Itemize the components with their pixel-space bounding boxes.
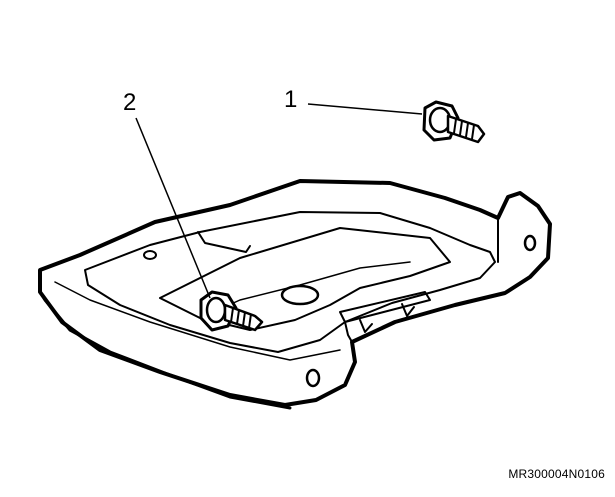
flange-bolt-icon [199, 290, 264, 332]
mounting-bracket-icon [38, 179, 552, 410]
leader-line-2 [135, 117, 211, 299]
callout-2-label: 2 [123, 89, 137, 116]
flange-bolt-icon [422, 100, 486, 144]
leader-line-1 [307, 103, 423, 115]
figure-reference-code: MR300004N0106 [508, 467, 605, 481]
callout-1-label: 1 [284, 86, 298, 113]
